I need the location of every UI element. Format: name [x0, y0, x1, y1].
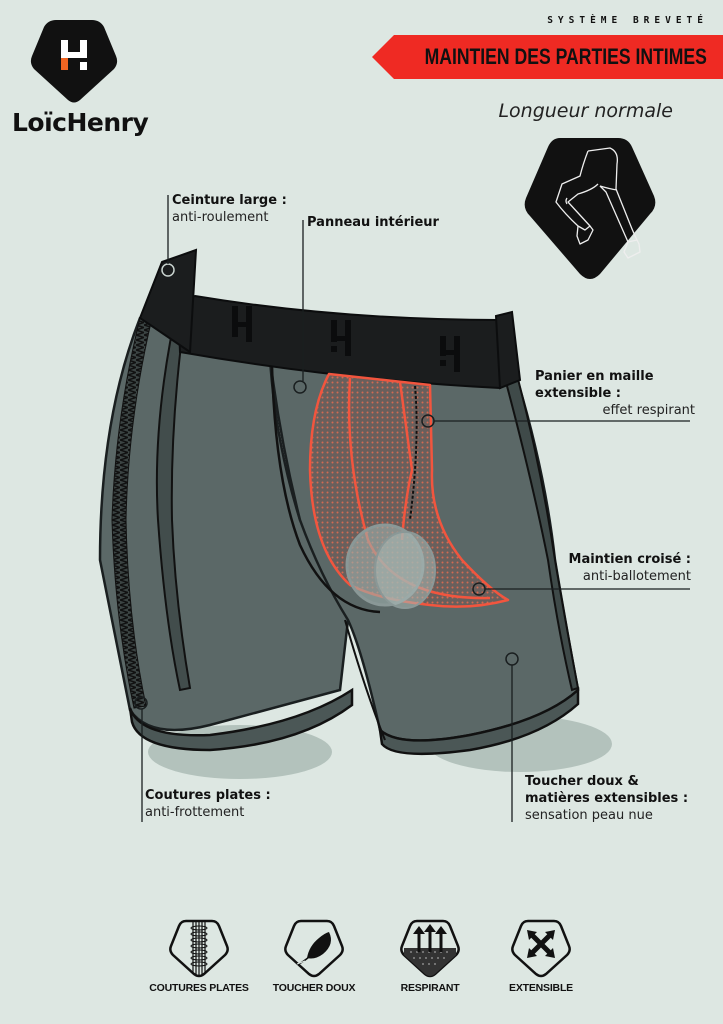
- feature-soft-touch: TOUCHER DOUX: [254, 918, 374, 994]
- callout-subtitle: anti-roulement: [172, 210, 269, 225]
- brand-name: LoïcHenry: [12, 108, 149, 137]
- feature-label: EXTENSIBLE: [509, 982, 573, 994]
- banner-title: MAINTIEN DES PARTIES INTIMES: [424, 44, 707, 69]
- callout-subtitle: anti-frottement: [145, 805, 245, 820]
- callout-subtitle: anti-ballotement: [582, 569, 691, 584]
- running-legs-icon: [524, 138, 656, 279]
- feature-flat-seams: COUTURES PLATES: [139, 918, 259, 994]
- callout-flat-seams: Coutures plates : anti-frottement: [145, 787, 271, 821]
- title-banner: MAINTIEN DES PARTIES INTIMES: [372, 35, 723, 79]
- callout-subtitle: effet respirant: [602, 403, 695, 418]
- stretch-arrows-icon: [511, 919, 571, 978]
- feature-icons-row: COUTURES PLATES TOUCHER DOUX RESPIRANT: [0, 918, 723, 1008]
- waistband-logo-marks: [232, 306, 460, 372]
- feature-breathable: RESPIRANT: [370, 918, 490, 994]
- feather-icon: [284, 919, 344, 978]
- callout-waistband: Ceinture large : anti-roulement: [172, 192, 287, 226]
- callout-cross-support: Maintien croisé : anti-ballotement: [569, 551, 691, 585]
- callout-title-line1: Toucher doux &: [525, 774, 639, 789]
- callout-title: Panneau intérieur: [307, 215, 439, 230]
- feature-label: TOUCHER DOUX: [272, 982, 356, 994]
- length-label: Longueur normale: [498, 100, 673, 122]
- callout-title: Coutures plates :: [145, 788, 271, 803]
- feature-label: COUTURES PLATES: [149, 982, 249, 994]
- feature-label: RESPIRANT: [400, 982, 460, 994]
- callout-title: Ceinture large :: [172, 193, 287, 208]
- banner-arrow-shape: [372, 35, 723, 79]
- callout-subtitle: sensation peau nue: [525, 808, 653, 823]
- callout-title-line1: Panier en maille: [535, 369, 654, 384]
- callout-title-line2: matières extensibles :: [525, 791, 689, 806]
- callout-title-line2: extensible :: [535, 386, 621, 401]
- callout-soft-touch: Toucher doux & matières extensibles : se…: [525, 773, 688, 824]
- feature-stretch: EXTENSIBLE: [481, 918, 601, 994]
- brand-logo-icon: [30, 20, 118, 103]
- breathable-arrows-icon: [400, 919, 460, 978]
- callout-inner-panel: Panneau intérieur: [307, 214, 439, 231]
- flat-seam-icon: [169, 919, 229, 978]
- callout-title: Maintien croisé :: [568, 552, 691, 567]
- callout-mesh-pouch: Panier en maille extensible : effet resp…: [535, 368, 695, 419]
- patent-kicker: SYSTÈME BREVETÉ: [547, 15, 708, 26]
